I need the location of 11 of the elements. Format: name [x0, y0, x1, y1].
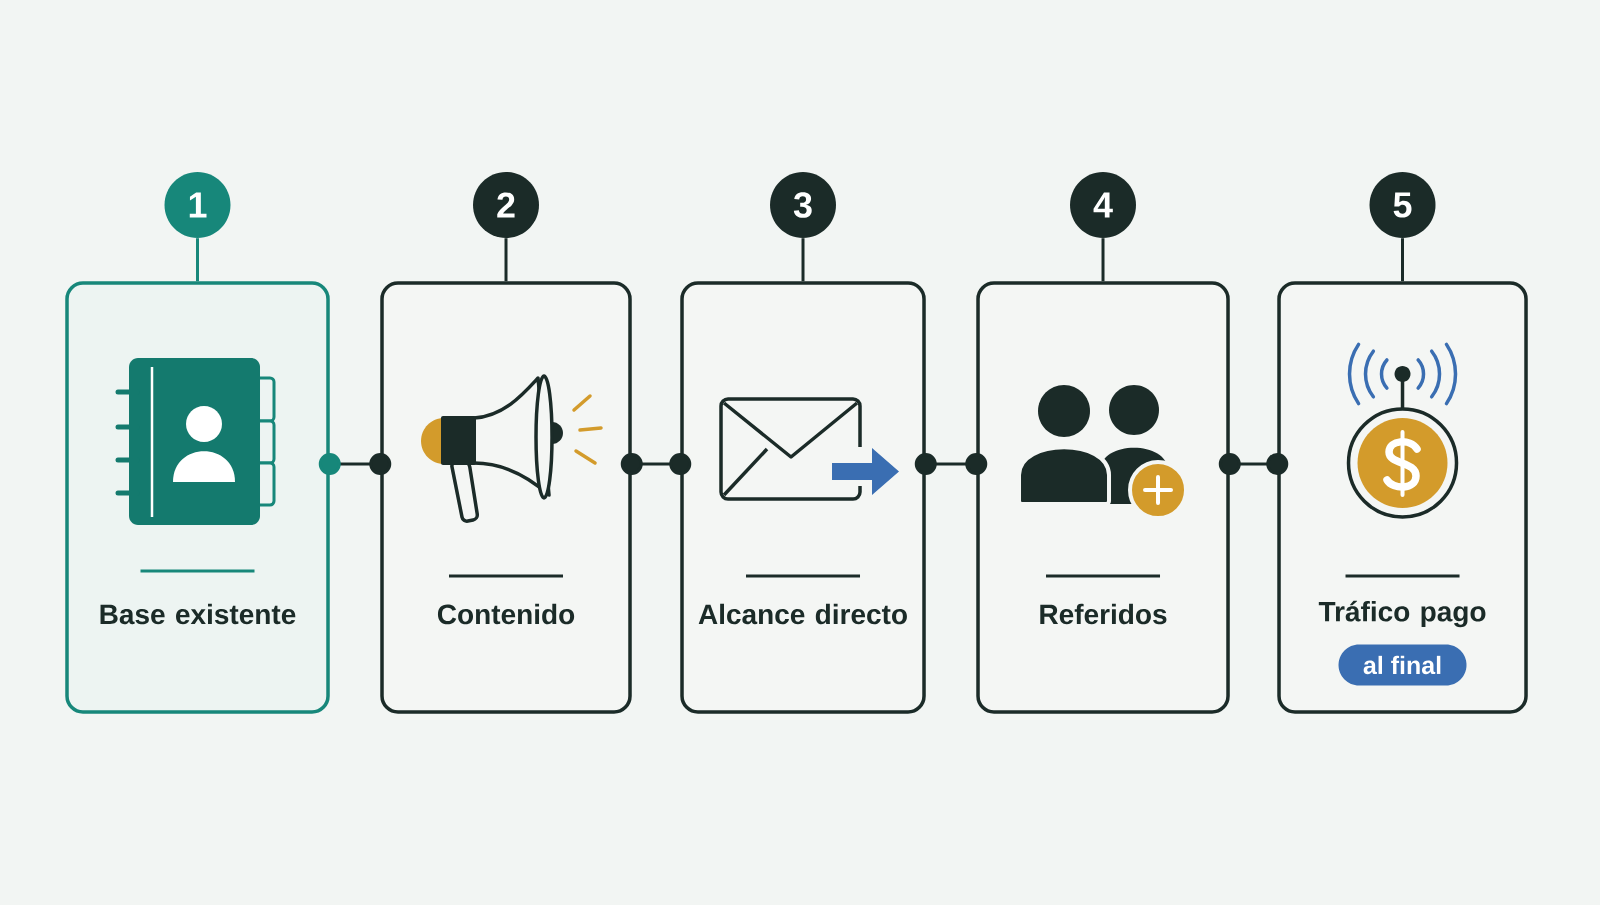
connector-line	[914, 453, 988, 475]
connector-line	[1218, 453, 1289, 475]
connector-line	[1401, 238, 1404, 282]
connector-line	[801, 238, 805, 282]
connector-line	[196, 238, 199, 282]
connector-line	[1101, 238, 1105, 282]
step-card: Contenido	[380, 281, 632, 714]
connector-line	[620, 453, 692, 475]
connector-line	[318, 453, 392, 475]
connector-line	[504, 238, 508, 282]
step-card: Alcance directo	[680, 281, 926, 714]
